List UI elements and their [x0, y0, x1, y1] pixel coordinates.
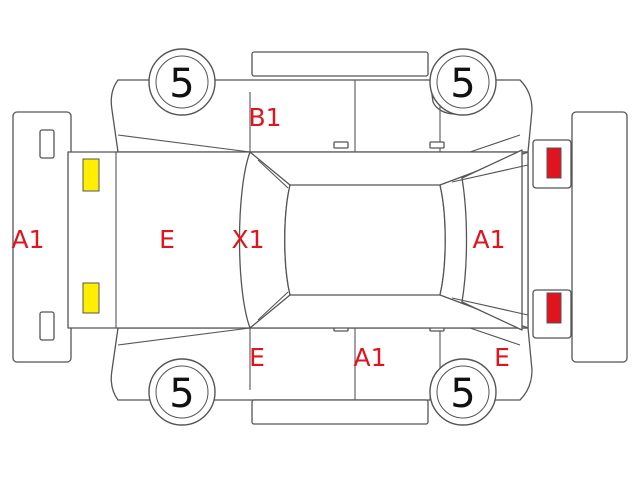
tire-front-left-icon: 5	[429, 48, 497, 116]
code-rear-bumper: A1	[11, 225, 44, 254]
front-lamp-marker-top	[546, 147, 562, 179]
code-door-bottom: A1	[353, 343, 386, 372]
front-bumper	[571, 111, 628, 363]
code-hood: A1	[472, 225, 505, 254]
code-pillar-bottom: E	[249, 343, 265, 372]
code-trunk-lid: E	[159, 225, 175, 254]
rear-lamp-marker-top	[82, 158, 100, 192]
code-fender-bottom: E	[494, 343, 510, 372]
tire-front-right-icon: 5	[429, 358, 497, 426]
tire-front-left-value: 5	[450, 61, 475, 107]
code-rear-glass: X1	[231, 225, 264, 254]
tire-rear-right-value: 5	[169, 371, 194, 417]
front-lamp-marker-bottom	[546, 292, 562, 324]
tire-rear-right-icon: 5	[148, 358, 216, 426]
top-view-body	[67, 149, 529, 331]
tire-rear-left-value: 5	[169, 61, 194, 107]
tire-front-right-value: 5	[450, 371, 475, 417]
tire-rear-left-icon: 5	[148, 48, 216, 116]
code-roof-pillar-top: B1	[248, 103, 281, 132]
rear-lamp-marker-bottom	[82, 282, 100, 314]
roof-rail-bottom	[251, 399, 429, 425]
roof-rail-top	[251, 51, 429, 77]
